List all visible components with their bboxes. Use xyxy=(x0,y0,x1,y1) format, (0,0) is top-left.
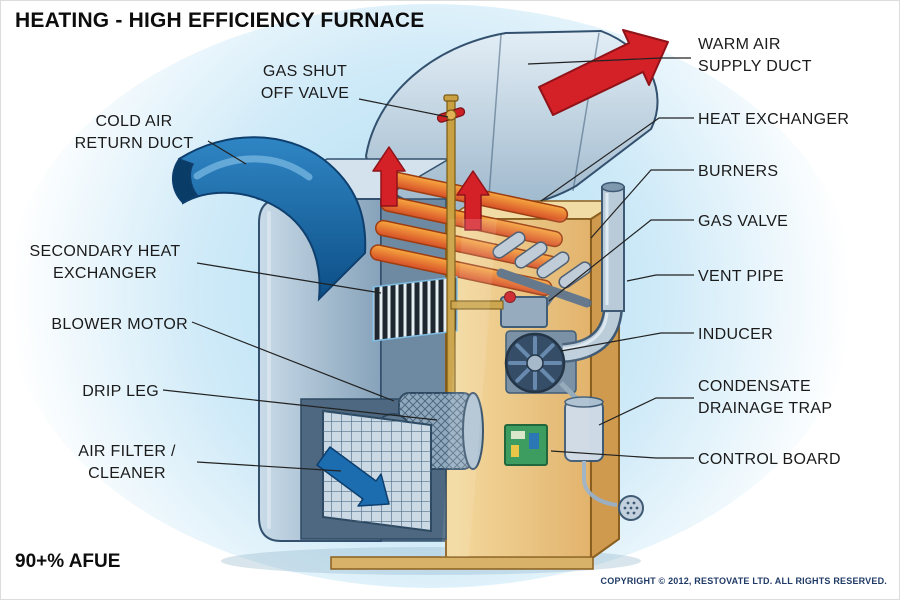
label-heat-exchanger: HEAT EXCHANGER xyxy=(698,111,850,128)
label-drip-leg: DRIP LEG xyxy=(82,383,159,400)
cold-air-return-duct-art xyxy=(172,136,367,302)
label-control-board: CONTROL BOARD xyxy=(698,451,841,468)
cutaway-glass-sheen xyxy=(441,219,589,557)
burners-art xyxy=(492,231,592,308)
label-secondary-heat-exchanger: SECONDARY HEAT EXCHANGER xyxy=(29,243,181,282)
label-condensate-drainage-trap: CONDENSATE DRAINAGE TRAP xyxy=(698,378,833,417)
condensate-drainage-trap-art xyxy=(559,381,644,521)
page-title: HEATING - HIGH EFFICIENCY FURNACE xyxy=(15,9,425,32)
warm-air-flow-arrow xyxy=(538,29,669,116)
label-gas-valve: GAS VALVE xyxy=(698,213,789,230)
label-gas-shut-off-valve: GAS SHUT OFF VALVE xyxy=(260,63,350,102)
control-board-art xyxy=(504,424,548,466)
inducer-and-vent-pipe xyxy=(504,181,625,394)
label-cold-air-return-duct: COLD AIR RETURN DUCT xyxy=(74,113,194,152)
label-burners: BURNERS xyxy=(698,163,779,180)
label-warm-air-supply-duct: WARM AIR SUPPLY DUCT xyxy=(698,36,812,75)
leader-lines xyxy=(162,57,694,472)
air-filter-art xyxy=(322,409,432,533)
cold-air-flow-arrow xyxy=(316,446,390,507)
secondary-heat-exchanger-art xyxy=(372,276,458,342)
efficiency-rating: 90+% AFUE xyxy=(15,551,121,572)
label-vent-pipe: VENT PIPE xyxy=(698,268,784,285)
hot-air-rise-arrows xyxy=(372,146,490,231)
label-blower-motor: BLOWER MOTOR xyxy=(51,316,188,333)
label-air-filter-cleaner: AIR FILTER / CLEANER xyxy=(78,443,176,482)
floor-drain xyxy=(618,495,644,521)
label-inducer: INDUCER xyxy=(698,326,773,343)
vent-pipe-art xyxy=(601,186,625,312)
gas-valve-art xyxy=(500,287,560,328)
copyright-notice: COPYRIGHT © 2012, RESTOVATE LTD. ALL RIG… xyxy=(600,576,887,586)
